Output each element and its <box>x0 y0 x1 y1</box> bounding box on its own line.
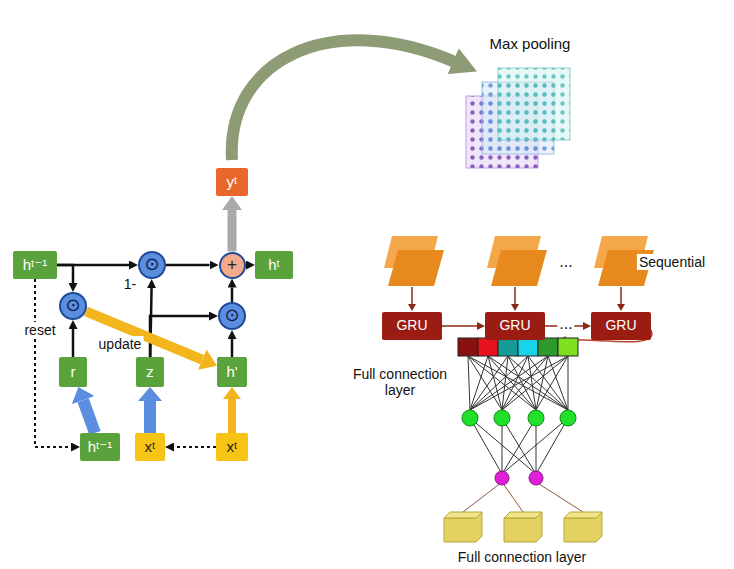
multiply-node: ⊙ <box>218 302 246 330</box>
ellipsis: ... <box>557 253 574 271</box>
fc-link <box>536 356 568 410</box>
ellipsis: ... <box>557 315 574 333</box>
node-text: ⊙ <box>144 255 159 275</box>
fc-link <box>488 356 568 410</box>
gate-box: z <box>136 357 164 387</box>
node-text: z <box>146 364 154 381</box>
node-text: h' <box>226 364 237 381</box>
node-text: GRU <box>499 318 530 333</box>
node-text: hᵗ⁻¹ <box>88 439 113 456</box>
feature-maps <box>384 236 654 311</box>
fc-link <box>536 482 583 512</box>
node-text: yᵗ <box>227 174 238 191</box>
layer-label: Max pooling <box>488 35 573 52</box>
input-box: xᵗ <box>216 433 248 461</box>
gate-label: reset <box>22 322 57 338</box>
fc-network <box>462 356 583 512</box>
connector <box>174 446 216 448</box>
node-text: GRU <box>605 318 636 333</box>
fc-link <box>502 418 536 474</box>
candidate-box: h' <box>217 357 247 387</box>
neuron <box>528 410 544 426</box>
gru-box: GRU <box>485 312 545 340</box>
connector <box>166 264 210 267</box>
output-box: yᵗ <box>216 168 248 196</box>
connector <box>57 265 73 283</box>
layer-label: Full connection layer <box>342 366 458 398</box>
node-text: xᵗ <box>145 439 156 456</box>
add-node: + <box>219 252 246 279</box>
gate-label: update <box>97 336 144 352</box>
fc-link <box>528 356 568 410</box>
connector <box>228 399 236 433</box>
connector <box>144 401 156 433</box>
connector <box>86 311 202 359</box>
fc-link <box>502 356 528 410</box>
connector <box>228 210 237 252</box>
node-text: hᵗ <box>268 257 280 274</box>
fc-link <box>502 356 568 410</box>
neuron <box>462 410 478 426</box>
fc-link <box>468 356 470 410</box>
multiply-node: ⊙ <box>59 292 87 320</box>
neuron <box>529 471 543 485</box>
fc-link <box>470 418 502 474</box>
node-text: r <box>71 364 76 381</box>
fc-link <box>502 482 523 512</box>
node-text: ⊙ <box>65 296 80 316</box>
node-text: ⊙ <box>224 306 239 326</box>
flow-arrow <box>232 40 455 160</box>
node-text: hᵗ⁻¹ <box>23 257 48 274</box>
neuron <box>495 471 509 485</box>
state-box: hᵗ⁻¹ <box>80 433 120 461</box>
gru-box: GRU <box>382 312 442 340</box>
neuron <box>560 410 576 426</box>
pooling-cube <box>466 68 570 168</box>
connector <box>231 339 234 357</box>
node-text: GRU <box>396 318 427 333</box>
output-blocks <box>444 512 602 542</box>
connector <box>72 329 75 357</box>
fc-link <box>468 356 536 410</box>
connector <box>442 325 477 327</box>
state-box: hᵗ⁻¹ <box>13 251 57 279</box>
fc-link <box>468 356 568 410</box>
connector <box>83 400 95 433</box>
fc-link <box>568 356 569 410</box>
layer-label: Sequential <box>637 254 707 270</box>
operator-label: 1- <box>122 276 138 292</box>
multiply-node: ⊙ <box>138 251 166 279</box>
fc-link <box>536 356 548 410</box>
state-box: hᵗ <box>255 251 293 279</box>
fc-link <box>470 356 548 410</box>
gru-box: GRU <box>591 312 651 340</box>
fc-link <box>536 418 568 474</box>
node-text: xᵗ <box>227 439 238 456</box>
neuron <box>494 410 510 426</box>
gate-box: r <box>59 357 87 387</box>
fc-link <box>470 356 508 410</box>
fc-link <box>463 482 502 512</box>
node-text: + <box>227 256 237 275</box>
connector <box>231 288 234 303</box>
layer-label: Full connection layer <box>456 549 588 565</box>
fc-link <box>508 356 568 410</box>
input-box: xᵗ <box>135 433 165 461</box>
fc-link <box>470 356 568 410</box>
fc-link <box>502 418 536 474</box>
feature-vector <box>458 338 578 356</box>
fc-link <box>502 356 508 410</box>
